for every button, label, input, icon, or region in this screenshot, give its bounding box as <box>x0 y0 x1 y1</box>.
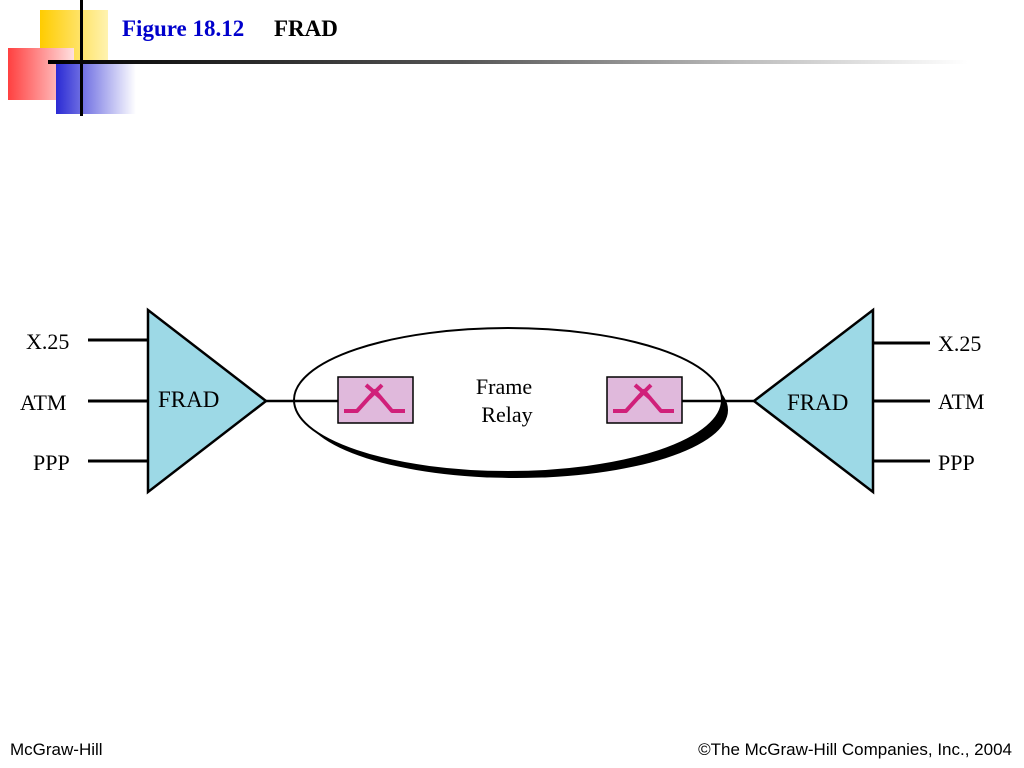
blue-block <box>56 62 136 114</box>
footer-publisher: McGraw-Hill <box>10 740 103 759</box>
footer-copyright: ©The McGraw-Hill Companies, Inc., 2004 <box>698 740 1012 759</box>
corner-decoration <box>0 0 140 120</box>
cloud-label-line1: Frame <box>476 374 532 399</box>
right-input-atm: ATM <box>938 389 984 414</box>
title-rule <box>48 60 968 64</box>
vertical-line <box>80 0 83 116</box>
cloud-label-line2: Relay <box>481 402 532 427</box>
figure-number: Figure 18.12 <box>122 16 245 41</box>
frad-diagram: X.25 ATM PPP FRAD Frame Relay FRAD X.25 … <box>20 307 984 495</box>
right-switch-icon <box>613 383 674 413</box>
slide-title: Figure 18.12 FRAD <box>122 16 338 42</box>
left-frad-label: FRAD <box>158 387 219 412</box>
left-input-atm: ATM <box>20 390 66 415</box>
left-frad-device <box>146 307 269 495</box>
right-input-ppp: PPP <box>938 450 975 475</box>
right-input-x25: X.25 <box>938 331 981 356</box>
right-frad-label: FRAD <box>787 390 848 415</box>
left-input-ppp: PPP <box>33 450 70 475</box>
figure-title: FRAD <box>273 16 338 41</box>
right-switch <box>606 376 683 424</box>
left-switch <box>337 376 414 424</box>
left-input-x25: X.25 <box>26 329 69 354</box>
left-switch-icon <box>344 383 405 413</box>
